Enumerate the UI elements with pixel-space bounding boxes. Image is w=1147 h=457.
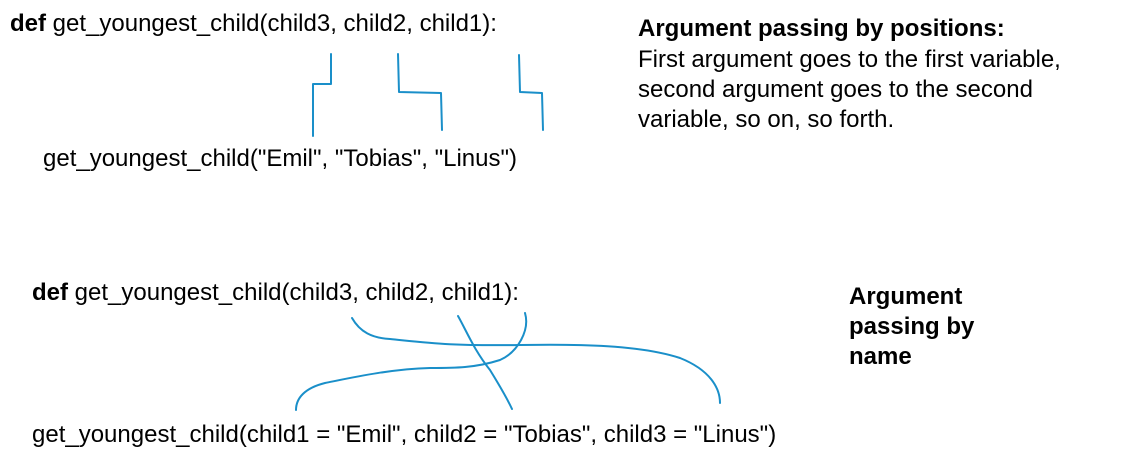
named-connector-child2 xyxy=(457,315,513,410)
function-signature: get_youngest_child(child3, child2, child… xyxy=(46,10,497,37)
named-connector-child3 xyxy=(351,317,721,404)
positional-heading: Argument passing by positions: xyxy=(638,15,1005,42)
positional-call-line: get_youngest_child("Emil", "Tobias", "Li… xyxy=(43,145,518,172)
positional-connector-2 xyxy=(397,53,443,131)
positional-connector-1 xyxy=(312,53,332,137)
positional-description-line-3: variable, so on, so forth. xyxy=(638,106,895,133)
named-connector-child1 xyxy=(295,312,528,411)
positional-description-line-1: First argument goes to the first variabl… xyxy=(638,46,1061,73)
def-keyword: def xyxy=(32,279,68,306)
positional-connector-3 xyxy=(518,54,544,131)
named-heading: Argument passing by name xyxy=(849,283,975,370)
positional-def-line: def get_youngest_child(child3, child2, c… xyxy=(10,10,497,38)
named-call-line: get_youngest_child(child1 = "Emil", chil… xyxy=(32,421,777,448)
def-keyword: def xyxy=(10,10,46,37)
function-signature: get_youngest_child(child3, child2, child… xyxy=(68,279,519,306)
positional-description-line-2: second argument goes to the second xyxy=(638,76,1033,103)
named-def-line: def get_youngest_child(child3, child2, c… xyxy=(32,279,519,307)
